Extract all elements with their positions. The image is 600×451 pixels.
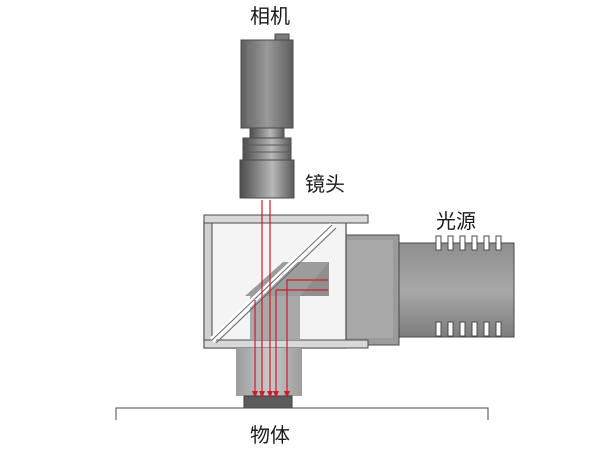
object-sample	[243, 395, 293, 409]
light-rays	[252, 200, 328, 398]
illumination-beam	[236, 348, 302, 396]
light-source-label: 光源	[436, 209, 476, 233]
lens	[239, 127, 295, 199]
camera	[240, 33, 294, 129]
lens-label: 镜头	[305, 172, 345, 196]
stage-surface	[115, 407, 489, 420]
object-label: 物体	[250, 423, 290, 447]
light-ray-arrowhead	[284, 391, 290, 398]
light-ray	[275, 289, 328, 398]
light-ray-arrowhead	[259, 391, 265, 398]
beam-splitter-box	[203, 214, 369, 349]
camera-label: 相机	[250, 4, 290, 28]
light-source-fins	[435, 235, 502, 337]
light-ray-arrowhead	[273, 391, 279, 398]
light-ray	[286, 279, 328, 398]
light-ray-arrowhead	[267, 391, 273, 398]
light-source	[326, 234, 515, 346]
light-ray-arrowhead	[252, 391, 258, 398]
